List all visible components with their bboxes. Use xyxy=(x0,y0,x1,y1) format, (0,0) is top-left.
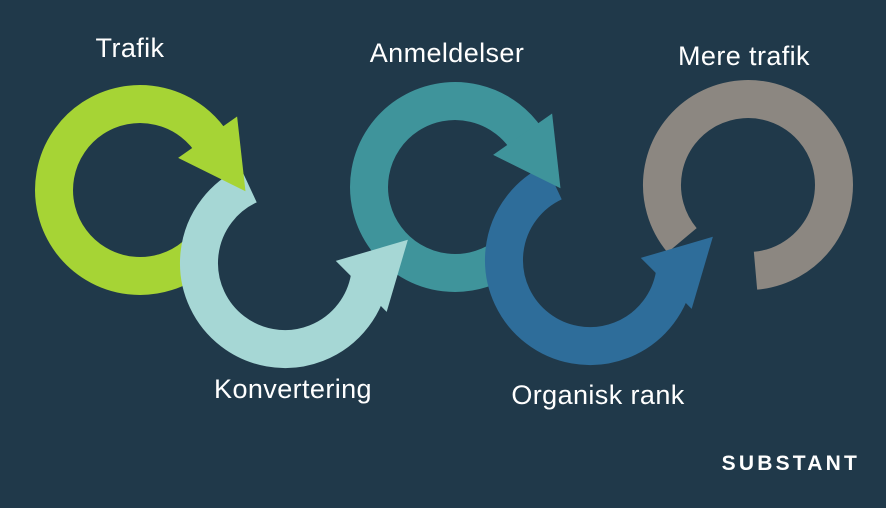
anmeldelser-arrowhead xyxy=(493,113,561,189)
stage-label-anmeldelser: Anmeldelser xyxy=(369,38,525,68)
organisk-rank-arrowhead xyxy=(640,236,713,309)
substant-logo: SUBSTANT xyxy=(721,452,860,475)
stage-label-konvertering: Konvertering xyxy=(214,374,372,404)
stage-label-mere-trafik: Mere trafik xyxy=(678,41,810,71)
anmeldelser-arrow-body xyxy=(350,82,546,292)
stage-label-organisk-rank: Organisk rank xyxy=(511,380,685,410)
konvertering-arrow-body xyxy=(180,167,389,369)
mere-trafik-ring xyxy=(643,80,853,290)
stage-label-trafik: Trafik xyxy=(95,33,165,63)
trafik-arrowhead xyxy=(178,116,246,192)
trafik-arrow-body xyxy=(35,85,231,295)
organisk-rank-arrow-body xyxy=(485,164,694,366)
konvertering-arrowhead xyxy=(335,239,408,312)
